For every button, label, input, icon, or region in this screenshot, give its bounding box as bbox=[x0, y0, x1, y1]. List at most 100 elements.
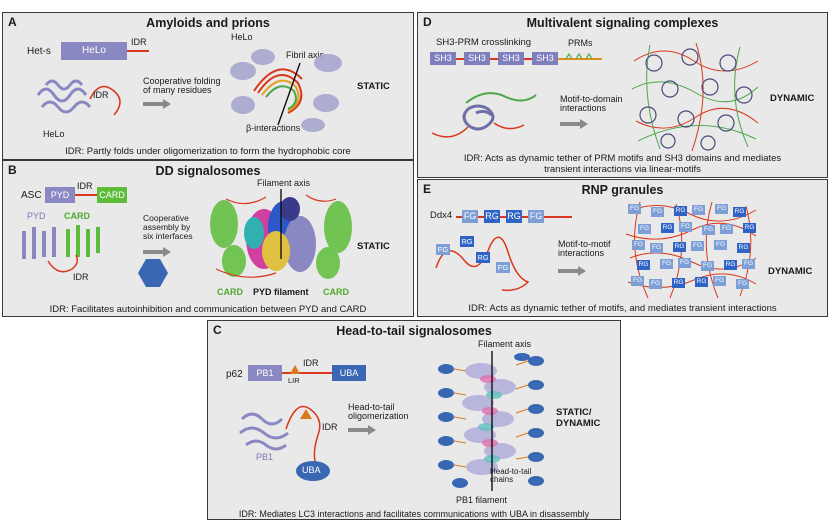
sh3-box-4: SH3 bbox=[532, 52, 558, 65]
process-label-c: Head-to-tail oligomerization bbox=[348, 402, 409, 422]
pyd-filament-label: PYD filament bbox=[253, 287, 309, 297]
sh3-backbone bbox=[430, 58, 564, 60]
ddx4-motif-3: RG bbox=[506, 210, 522, 223]
panel-b-caption: IDR: Facilitates autoinhibition and comm… bbox=[49, 304, 367, 315]
process-arrow-b bbox=[143, 247, 171, 257]
network-motif-tag: RG bbox=[733, 207, 746, 217]
sh3-box-2: SH3 bbox=[464, 52, 490, 65]
idr-tag-b: IDR bbox=[77, 181, 93, 191]
process-arrow-d bbox=[560, 119, 588, 129]
idr-tag-c: IDR bbox=[303, 358, 319, 368]
network-motif-tag: FG bbox=[679, 222, 692, 232]
lir-triangle-icon bbox=[290, 365, 300, 374]
network-motif-tag: FG bbox=[660, 259, 673, 269]
panel-e: E RNP granules Ddx4 FG RG RG FG FG RG RG… bbox=[417, 179, 828, 317]
sh3-box-1: SH3 bbox=[430, 52, 456, 65]
pb1-filament-label: PB1 filament bbox=[456, 495, 508, 505]
network-motif-tag: RG bbox=[674, 206, 687, 216]
asc-monomer-structure bbox=[22, 225, 100, 273]
idr-line bbox=[127, 50, 149, 52]
process-label-b: Cooperative assembly by six interfaces bbox=[143, 213, 193, 241]
asc-label: ASC bbox=[21, 190, 42, 201]
network-motif-tag: RG bbox=[695, 277, 708, 287]
sh3-domain-structure bbox=[431, 92, 537, 138]
network-motif-tag: RG bbox=[672, 278, 685, 288]
network-motif-tag: RG bbox=[637, 260, 650, 270]
idr-line-b bbox=[75, 194, 97, 196]
idr-label-b: IDR bbox=[73, 272, 89, 282]
filament-axis-label-c: Filament axis bbox=[478, 339, 532, 349]
uba-ellipse bbox=[296, 461, 330, 481]
panel-d: D Multivalent signaling complexes SH3-PR… bbox=[417, 12, 828, 178]
network-motif-tag: FG bbox=[701, 261, 714, 271]
hexagon-icon bbox=[138, 259, 168, 287]
network-motif-tag: FG bbox=[651, 207, 664, 217]
helo-bottom-label: HeLo bbox=[43, 129, 65, 139]
network-motif-tag: FG bbox=[736, 279, 749, 289]
process-label-e: Motif-to-motif interactions bbox=[558, 239, 611, 259]
filament-axis-label-b: Filament axis bbox=[257, 178, 311, 188]
network-motif-tag: FG bbox=[650, 243, 663, 253]
amyloid-fibril-structure bbox=[230, 49, 342, 132]
state-label-a: STATIC bbox=[357, 81, 390, 92]
state-label-c: STATIC/ DYNAMIC bbox=[556, 407, 601, 430]
panel-d-caption: IDR: Acts as dynamic tether of PRM motif… bbox=[463, 153, 782, 175]
idr-line-c bbox=[282, 372, 332, 374]
network-motif-tag: RG bbox=[673, 242, 686, 252]
panel-b-title: DD signalosomes bbox=[155, 164, 261, 178]
network-motif-tag: RG bbox=[661, 223, 674, 233]
network-motif-tag: FG bbox=[692, 205, 705, 215]
network-motif-tag: FG bbox=[742, 259, 755, 269]
pb1-domain-box: PB1 bbox=[248, 365, 282, 381]
process-arrow-a bbox=[143, 99, 171, 109]
process-label-d: Motif-to-domain interactions bbox=[560, 94, 623, 114]
uba-domain-box: UBA bbox=[332, 365, 366, 381]
helo-monomer-structure bbox=[36, 79, 121, 116]
chain-motif-4: FG bbox=[496, 262, 510, 273]
panel-c-title: Head-to-tail signalosomes bbox=[336, 324, 492, 338]
beta-interactions-label: β-interactions bbox=[246, 123, 301, 133]
idr-tag-a: IDR bbox=[131, 37, 147, 47]
process-arrow-c bbox=[348, 425, 376, 435]
state-label-b: STATIC bbox=[357, 241, 390, 252]
panel-d-title: Multivalent signaling complexes bbox=[526, 16, 719, 30]
p62-label: p62 bbox=[226, 369, 243, 380]
uba-label: UBA bbox=[302, 465, 321, 475]
panel-a-letter: A bbox=[8, 15, 17, 29]
chain-motif-3: RG bbox=[476, 252, 490, 263]
idr-label-c: IDR bbox=[322, 422, 338, 432]
panel-e-caption: IDR: Acts as dynamic tether of motifs, a… bbox=[468, 303, 777, 314]
prms-label: PRMs bbox=[568, 38, 593, 48]
state-label-d: DYNAMIC bbox=[770, 93, 815, 104]
card-right-label: CARD bbox=[323, 287, 349, 297]
network-motif-tag: FG bbox=[691, 241, 704, 251]
process-label-a: Cooperative folding of many residues bbox=[143, 76, 221, 96]
panel-c: C Head-to-tail signalosomes p62 PB1 LIR … bbox=[207, 320, 621, 520]
network-motif-tag: FG bbox=[638, 224, 651, 234]
lir-label: LIR bbox=[288, 376, 300, 385]
network-motif-tag: FG bbox=[631, 276, 644, 286]
helo-top-label: HeLo bbox=[231, 32, 253, 42]
panel-d-letter: D bbox=[423, 15, 432, 29]
network-motif-tag: RG bbox=[737, 243, 750, 253]
network-motif-tag: FG bbox=[632, 240, 645, 250]
network-motif-tag: FG bbox=[649, 279, 662, 289]
panel-b-letter: B bbox=[8, 163, 17, 177]
card-left-label: CARD bbox=[217, 287, 243, 297]
prm-chain bbox=[558, 52, 602, 60]
sh3-box-3: SH3 bbox=[498, 52, 524, 65]
network-motif-tag: RG bbox=[743, 223, 756, 233]
panel-a: A Amyloids and prions Het-s HeLo IDR IDR… bbox=[2, 12, 414, 160]
network-motif-tag: FG bbox=[715, 204, 728, 214]
ddx4-motif-4: FG bbox=[528, 210, 544, 223]
pb1-filament-structure bbox=[438, 351, 544, 491]
pyd-domain-box: PYD bbox=[45, 187, 75, 203]
pyd-label: PYD bbox=[27, 211, 46, 221]
network-motif-tag: FG bbox=[713, 276, 726, 286]
process-arrow-e bbox=[558, 266, 586, 276]
network-motif-tag: FG bbox=[714, 240, 727, 250]
pb1-label: PB1 bbox=[256, 452, 274, 462]
fibril-axis-label: Fibril axis bbox=[286, 50, 325, 60]
het-s-label: Het-s bbox=[27, 46, 51, 57]
